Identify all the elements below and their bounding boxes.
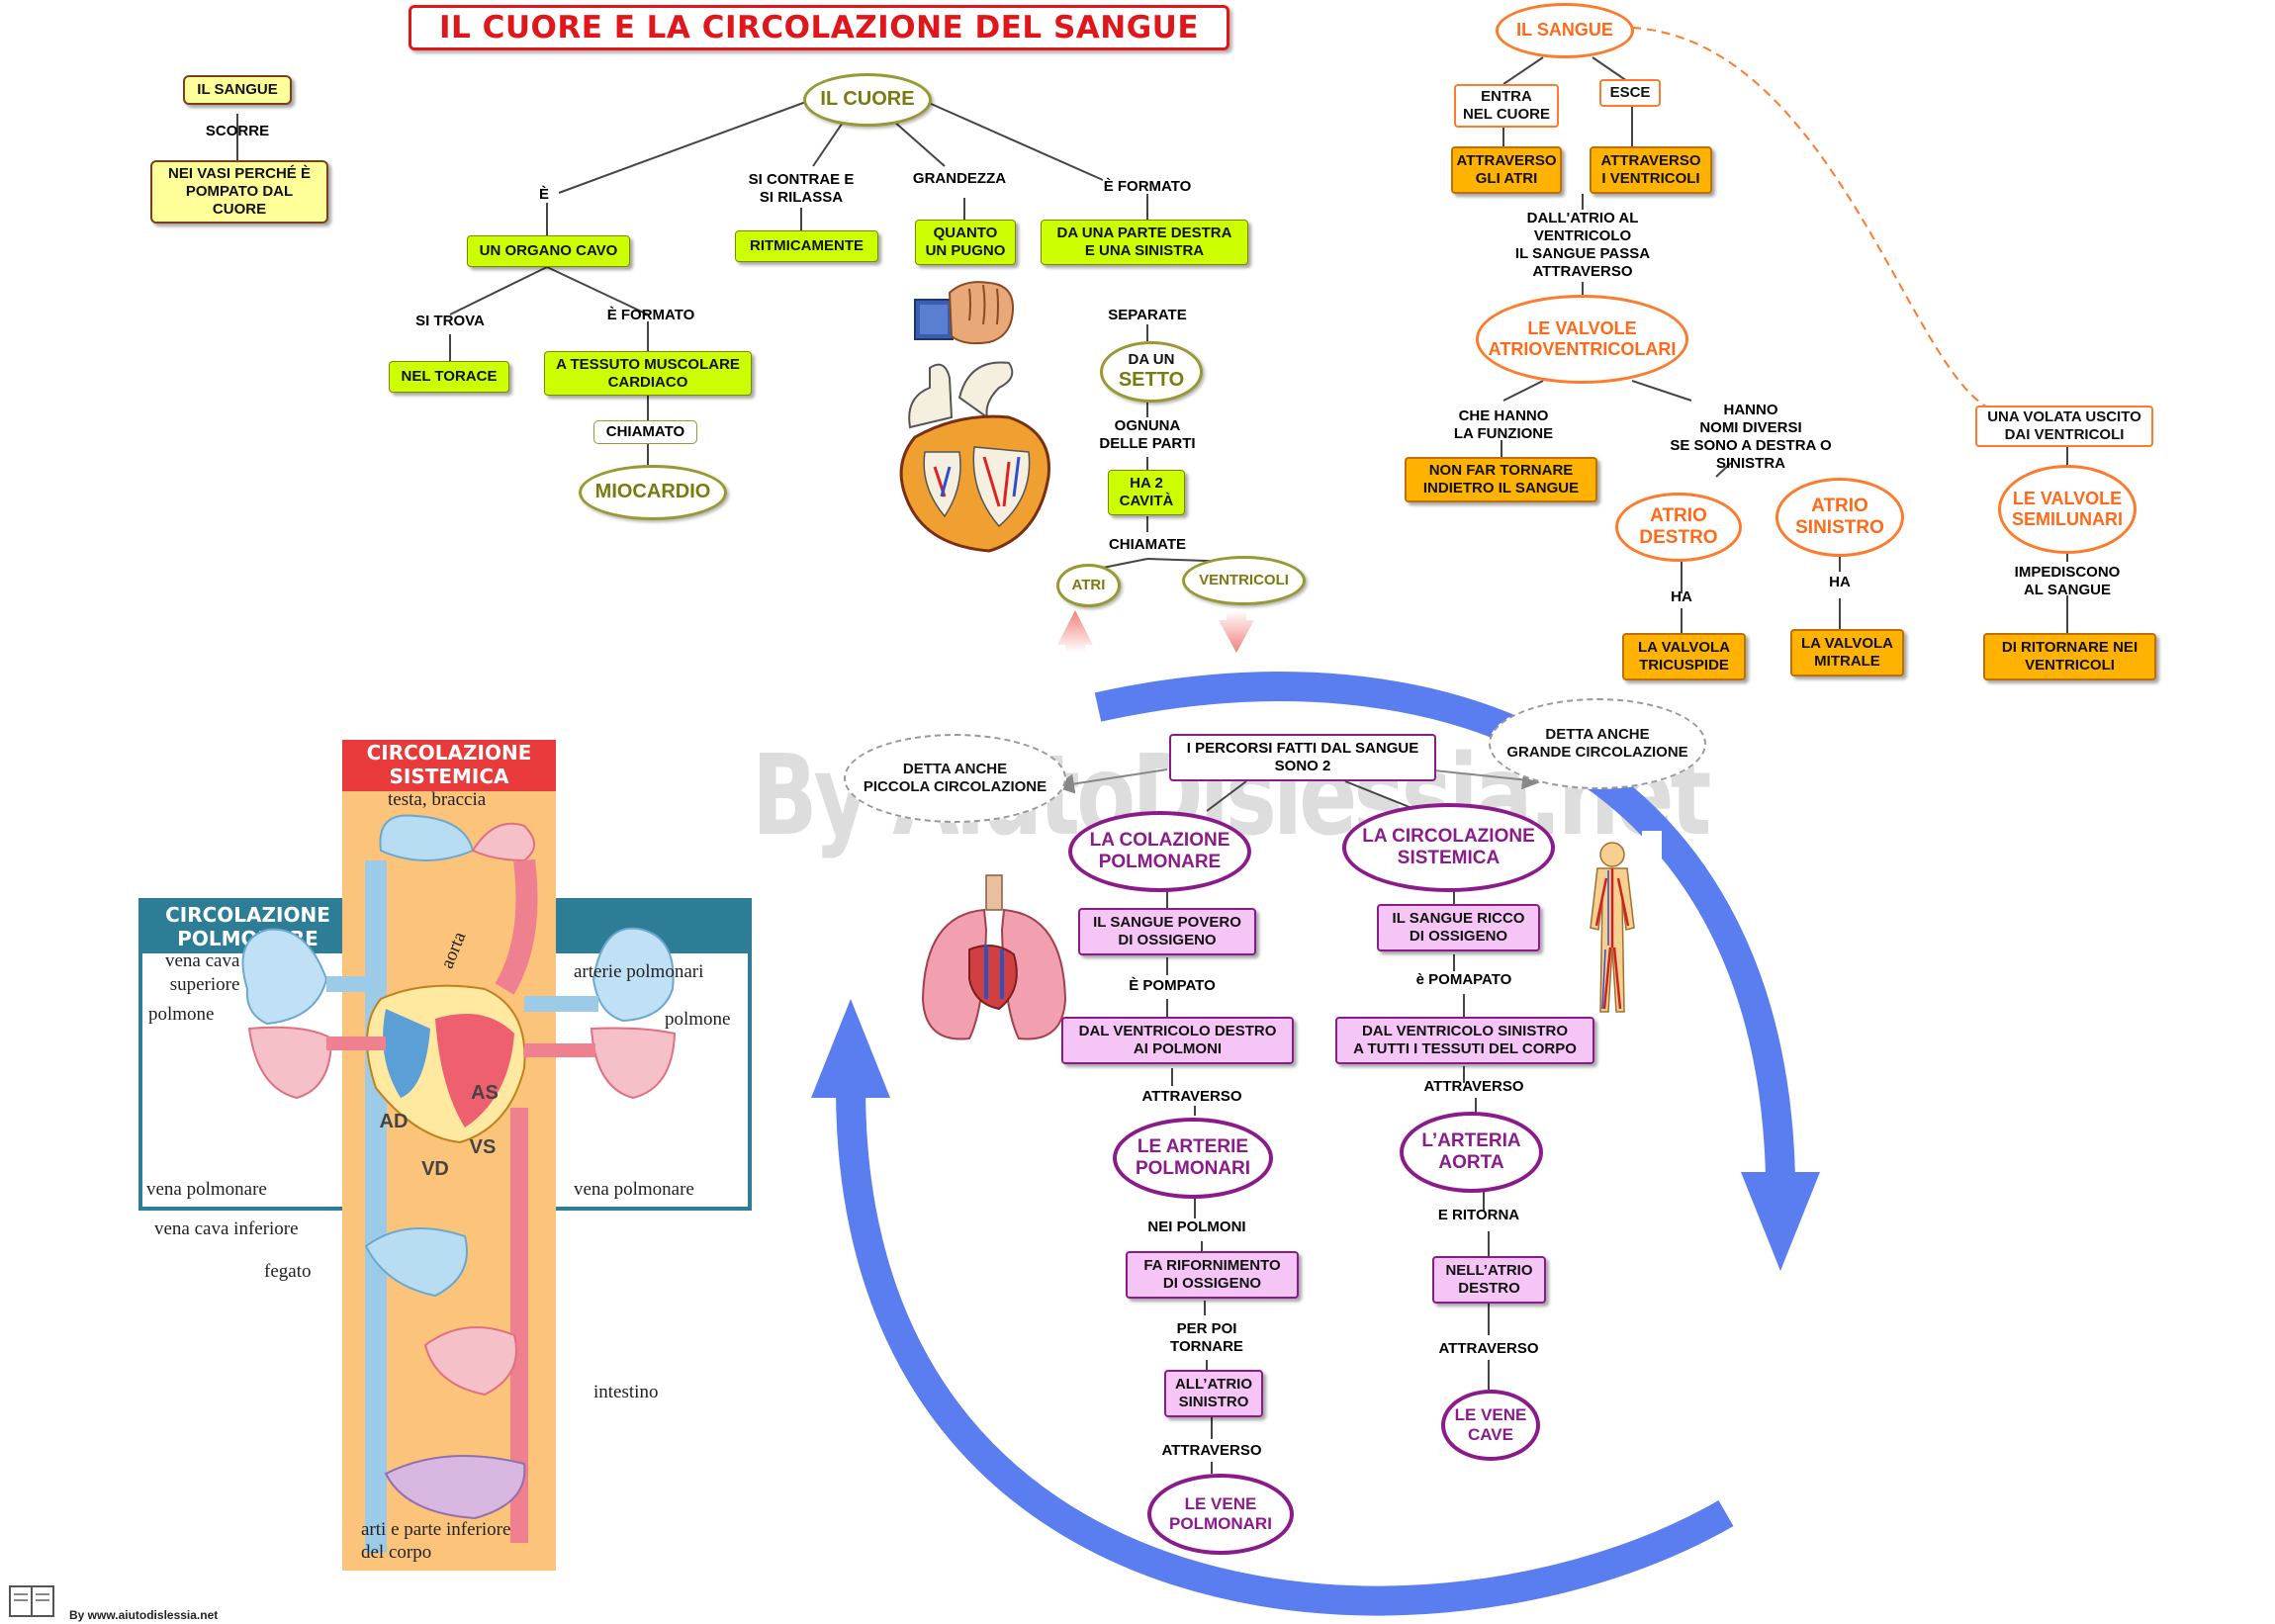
node-sangue-ricco: IL SANGUE RICCO DI OSSIGENO (1377, 904, 1540, 951)
node-organo-cavo: UN ORGANO CAVO (467, 235, 630, 267)
node-tessuto-muscolare: A TESSUTO MUSCOLARE CARDIACO (544, 351, 752, 396)
node-nel-torace: NEL TORACE (389, 361, 509, 393)
label-e: È (538, 186, 549, 203)
node-arterie-polmonari: LE ARTERIE POLMONARI (1113, 1118, 1273, 1199)
label-impediscono: IMPEDISCONO AL SANGUE (2014, 564, 2121, 598)
label-vs: VS (469, 1136, 497, 1159)
footer-credit: By www.aiutodislessia.net (69, 1608, 219, 1622)
node-atrio-destro-circ: NELL’ATRIO DESTRO (1432, 1256, 1546, 1304)
node-ritmicamente: RITMICAMENTE (735, 230, 878, 262)
node-atri: ATRI (1056, 564, 1121, 607)
node-ventricoli: VENTRICOLI (1182, 556, 1306, 605)
label-polmone-right: polmone (665, 1009, 731, 1030)
node-piccola-circolazione: DETTA ANCHE PICCOLA CIRCOLAZIONE (844, 734, 1066, 823)
human-circulation-icon (1590, 842, 1635, 1013)
label-e-formato: È FORMATO (606, 307, 695, 323)
label-ha-1: HA (1671, 588, 1692, 605)
node-atrio-destro: ATRIO DESTRO (1615, 493, 1742, 562)
node-una-volata: UNA VOLATA USCITO DAI VENTRICOLI (1975, 406, 2153, 447)
node-rifornimento: FA RIFORNIMENTO DI OSSIGENO (1126, 1251, 1299, 1299)
label-arti: arti e parte inferiore del corpo (361, 1519, 511, 1563)
node-circolazione-sistemica: LA CIRCOLAZIONE SISTEMICA (1342, 803, 1555, 892)
label-grandezza: GRANDEZZA (912, 170, 1007, 187)
label-attraverso-2: ATTRAVERSO (1423, 1078, 1524, 1095)
label-e-pomapato: è POMAPATO (1415, 971, 1512, 988)
sistemica-header: CIRCOLAZIONE SISTEMICA (342, 740, 556, 791)
node-esce: ESCE (1599, 79, 1661, 107)
node-colazione-polmonare: LA COLAZIONE POLMONARE (1068, 811, 1251, 892)
node-percorsi: I PERCORSI FATTI DAL SANGUE SONO 2 (1169, 734, 1436, 781)
heart-illustration-icon (899, 361, 1050, 553)
node-vene-polmonari: LE VENE POLMONARI (1147, 1474, 1294, 1555)
node-destra-sinistra: DA UNA PARTE DESTRA E UNA SINISTRA (1041, 220, 1248, 265)
label-as: AS (471, 1082, 499, 1105)
label-si-trova: SI TROVA (415, 313, 485, 329)
label-vena-polmonare-right: vena polmonare (574, 1179, 694, 1200)
node-valvole-semilunari: LE VALVOLE SEMILUNARI (1998, 465, 2137, 554)
node-ha-2-cavita: HA 2 CAVITÀ (1108, 470, 1185, 515)
label-fegato: fegato (264, 1261, 312, 1282)
node-non-far-tornare: NON FAR TORNARE INDIETRO IL SANGUE (1405, 457, 1597, 502)
node-atrio-sinistro: ATRIO SINISTRO (1775, 478, 1904, 557)
label-che-hanno: CHE HANNO LA FUNZIONE (1453, 407, 1554, 442)
node-il-sangue: IL SANGUE (183, 75, 292, 105)
node-valvole-atrioventricolari: LE VALVOLE ATRIOVENTRICOLARI (1476, 295, 1688, 384)
label-nei-polmoni: NEI POLMONI (1147, 1218, 1246, 1235)
label-ad: AD (379, 1111, 409, 1133)
label-dallatrio: DALL'ATRIO AL VENTRICOLO IL SANGUE PASSA… (1514, 210, 1651, 280)
node-atrio-sinistro-circ: ALL’ATRIO SINISTRO (1164, 1370, 1263, 1417)
up-arrow-icon (1057, 610, 1093, 653)
label-attraverso-4: ATTRAVERSO (1161, 1442, 1262, 1459)
label-testa-braccia: testa, braccia (388, 789, 487, 810)
node-il-sangue-right: IL SANGUE (1496, 3, 1634, 58)
label-vena-polmonare-left: vena polmonare (146, 1179, 267, 1200)
label-chiamate: CHIAMATE (1108, 536, 1187, 553)
label-vena-cava-superiore: vena cava superiore (165, 950, 240, 995)
label-vena-cava-inferiore: vena cava inferiore (154, 1218, 299, 1239)
lungs-icon (921, 874, 1067, 1040)
node-setto: DA UN SETTO (1100, 341, 1203, 403)
node-grande-circolazione: DETTA ANCHE GRANDE CIRCOLAZIONE (1489, 698, 1706, 789)
node-entra: ENTRA NEL CUORE (1454, 84, 1559, 128)
label-arterie-polmonari: arterie polmonari (574, 961, 704, 982)
label-attraverso-3: ATTRAVERSO (1438, 1340, 1539, 1357)
fist-icon (914, 281, 1015, 345)
label-si-contrae: SI CONTRAE E SI RILASSA (748, 171, 855, 206)
node-vene-cave: LE VENE CAVE (1441, 1390, 1540, 1461)
label-hanno-nomi: HANNO NOMI DIVERSI SE SONO A DESTRA O SI… (1670, 402, 1832, 472)
label-intestino: intestino (593, 1382, 659, 1402)
setto-word: SETTO (1118, 369, 1185, 392)
label-e-formato-top: È FORMATO (1103, 178, 1192, 195)
node-dal-ventricolo-sinistro: DAL VENTRICOLO SINISTRO A TUTTI I TESSUT… (1335, 1017, 1594, 1064)
circulation-diagram (241, 814, 677, 1553)
node-chiamato: CHIAMATO (593, 420, 697, 444)
label-ha-2: HA (1829, 574, 1851, 590)
node-valvola-mitrale: LA VALVOLA MITRALE (1790, 629, 1904, 677)
node-di-ritornare: DI RITORNARE NEI VENTRICOLI (1983, 633, 2156, 680)
node-valvola-tricuspide: LA VALVOLA TRICUSPIDE (1622, 633, 1746, 680)
book-logo-icon (9, 1585, 54, 1617)
down-arrow-icon (1219, 610, 1254, 653)
label-e-ritorna: E RITORNA (1437, 1207, 1520, 1223)
label-polmone-left: polmone (148, 1004, 215, 1025)
node-arteria-aorta: L’ARTERIA AORTA (1400, 1112, 1543, 1193)
node-attraverso-i-ventricoli: ATTRAVERSO I VENTRICOLI (1590, 146, 1712, 194)
node-quanto-un-pugno: QUANTO UN PUGNO (915, 220, 1016, 265)
label-per-poi: PER POI TORNARE (1170, 1320, 1243, 1355)
node-dal-ventricolo-destro: DAL VENTRICOLO DESTRO AI POLMONI (1061, 1017, 1294, 1064)
label-e-pompato: È POMPATO (1129, 977, 1216, 994)
label-separate: SEPARATE (1108, 307, 1187, 323)
label-attraverso-1: ATTRAVERSO (1141, 1088, 1242, 1105)
node-nei-vasi: NEI VASI PERCHÉ È POMPATO DAL CUORE (150, 160, 328, 224)
node-il-cuore: IL CUORE (803, 73, 932, 127)
page-title: IL CUORE E LA CIRCOLAZIONE DEL SANGUE (409, 5, 1229, 50)
label-ognuna: OGNUNA DELLE PARTI (1099, 417, 1196, 452)
node-attraverso-gli-atri: ATTRAVERSO GLI ATRI (1451, 146, 1562, 194)
node-miocardio: MIOCARDIO (579, 465, 727, 520)
label-vd: VD (421, 1158, 449, 1181)
node-sangue-povero: IL SANGUE POVERO DI OSSIGENO (1078, 908, 1256, 955)
setto-prefix: DA UN (1128, 351, 1175, 369)
label-scorre: SCORRE (205, 123, 270, 139)
